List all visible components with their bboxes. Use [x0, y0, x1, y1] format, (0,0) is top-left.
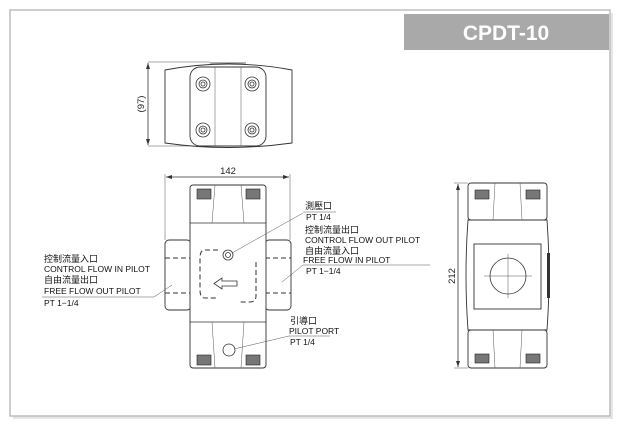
bolt-icon	[244, 122, 260, 138]
bolt-icon	[474, 189, 490, 200]
dim-212: 212	[447, 268, 458, 284]
free-flow-out-en: FREE FLOW OUT PILOT	[44, 286, 141, 296]
control-flow-out-en: CONTROL FLOW OUT PILOT	[305, 235, 420, 245]
title-bar	[404, 14, 609, 50]
front-view: 142	[153, 166, 304, 369]
gauge-port-cn: 測壓口	[305, 200, 332, 212]
top-view: (97)	[136, 61, 293, 148]
free-flow-out-cn: 自由流量出口	[44, 274, 98, 286]
model-title: CPDT-10	[463, 22, 549, 45]
bolt-icon	[244, 76, 260, 92]
side-view: 212	[447, 182, 550, 369]
pilot-port-en: PILOT PORT	[289, 326, 339, 336]
free-flow-in-size: PT 1−1/4	[306, 266, 341, 276]
bolt-icon	[195, 76, 211, 92]
bolt-icon	[196, 188, 212, 200]
control-flow-out-cn: 控制流量出口	[305, 224, 359, 236]
pilot-port-icon	[222, 343, 236, 357]
bolt-icon	[245, 354, 261, 366]
bolt-icon	[196, 354, 212, 366]
free-flow-out-size: PT 1−1/4	[44, 298, 79, 308]
pilot-port-size: PT 1/4	[290, 337, 315, 347]
bolt-icon	[245, 188, 261, 200]
control-flow-in-en: CONTROL FLOW IN PILOT	[44, 264, 150, 274]
flow-arrow-icon	[213, 277, 238, 290]
gauge-port-size: PT 1/4	[306, 212, 331, 222]
gauge-port-icon	[222, 249, 234, 261]
bolt-icon	[525, 353, 541, 364]
left-callouts: 控制流量入口 CONTROL FLOW IN PILOT 自由流量出口 FREE…	[42, 253, 154, 308]
dim-142: 142	[220, 166, 236, 177]
free-flow-in-cn: 自由流量入口	[305, 245, 359, 257]
bolt-icon	[474, 353, 490, 364]
control-flow-in-cn: 控制流量入口	[44, 253, 98, 265]
dim-97: (97)	[136, 96, 147, 113]
free-flow-in-en: FREE FLOW IN PILOT	[303, 255, 390, 265]
bolt-icon	[195, 122, 211, 138]
right-callouts: 測壓口 PT 1/4 控制流量出口 CONTROL FLOW OUT PILOT…	[289, 200, 430, 347]
pilot-port-cn: 引導口	[290, 315, 317, 327]
bolt-icon	[525, 189, 541, 200]
